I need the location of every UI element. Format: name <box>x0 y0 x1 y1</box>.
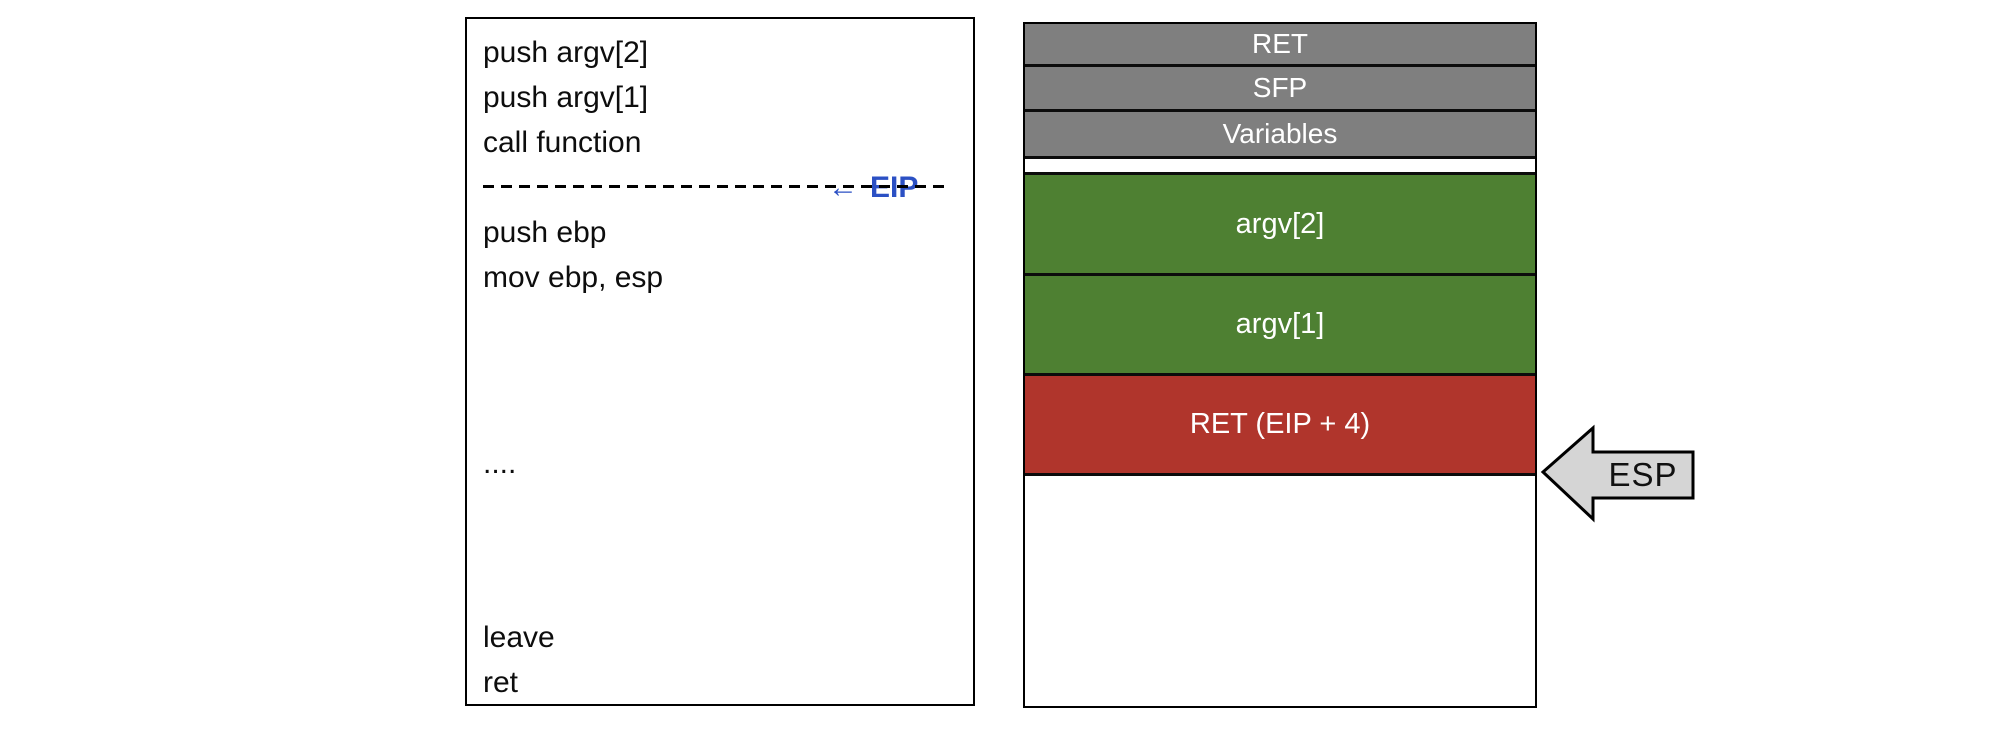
code-line: mov ebp, esp <box>483 261 664 294</box>
stack-row-variables: Variables <box>1025 112 1535 159</box>
stack-panel: RET SFP Variables argv[2] argv[1] RET (E… <box>1023 22 1537 708</box>
code-line: .... <box>483 447 517 480</box>
code-line: push argv[2] <box>483 36 649 69</box>
stack-row-ret: RET <box>1025 24 1535 67</box>
stack-row-ret-eip4: RET (EIP + 4) <box>1025 373 1535 476</box>
code-line: ret <box>483 666 519 699</box>
stack-row-label: argv[1] <box>1235 308 1325 340</box>
code-line: call function <box>483 126 642 159</box>
code-line: push ebp <box>483 216 607 249</box>
stack-row-label: Variables <box>1222 118 1338 149</box>
stack-row-label: argv[2] <box>1235 207 1325 240</box>
dashed-divider <box>483 185 945 188</box>
stack-row-argv1: argv[1] <box>1025 273 1535 373</box>
esp-label: ESP <box>1608 456 1678 493</box>
stack-row-label: SFP <box>1252 72 1308 103</box>
stack-row-sfp: SFP <box>1025 67 1535 112</box>
esp-arrow-icon <box>1540 424 1695 523</box>
code-line: leave <box>483 621 555 654</box>
stack-row-label: RET <box>1252 28 1308 59</box>
code-panel: push argv[2] push argv[1] call function … <box>465 17 975 706</box>
code-line: push argv[1] <box>483 81 649 114</box>
stack-row-argv2: argv[2] <box>1025 172 1535 273</box>
stack-row-label: RET (EIP + 4) <box>1189 408 1371 440</box>
stack-gap <box>1025 159 1535 172</box>
